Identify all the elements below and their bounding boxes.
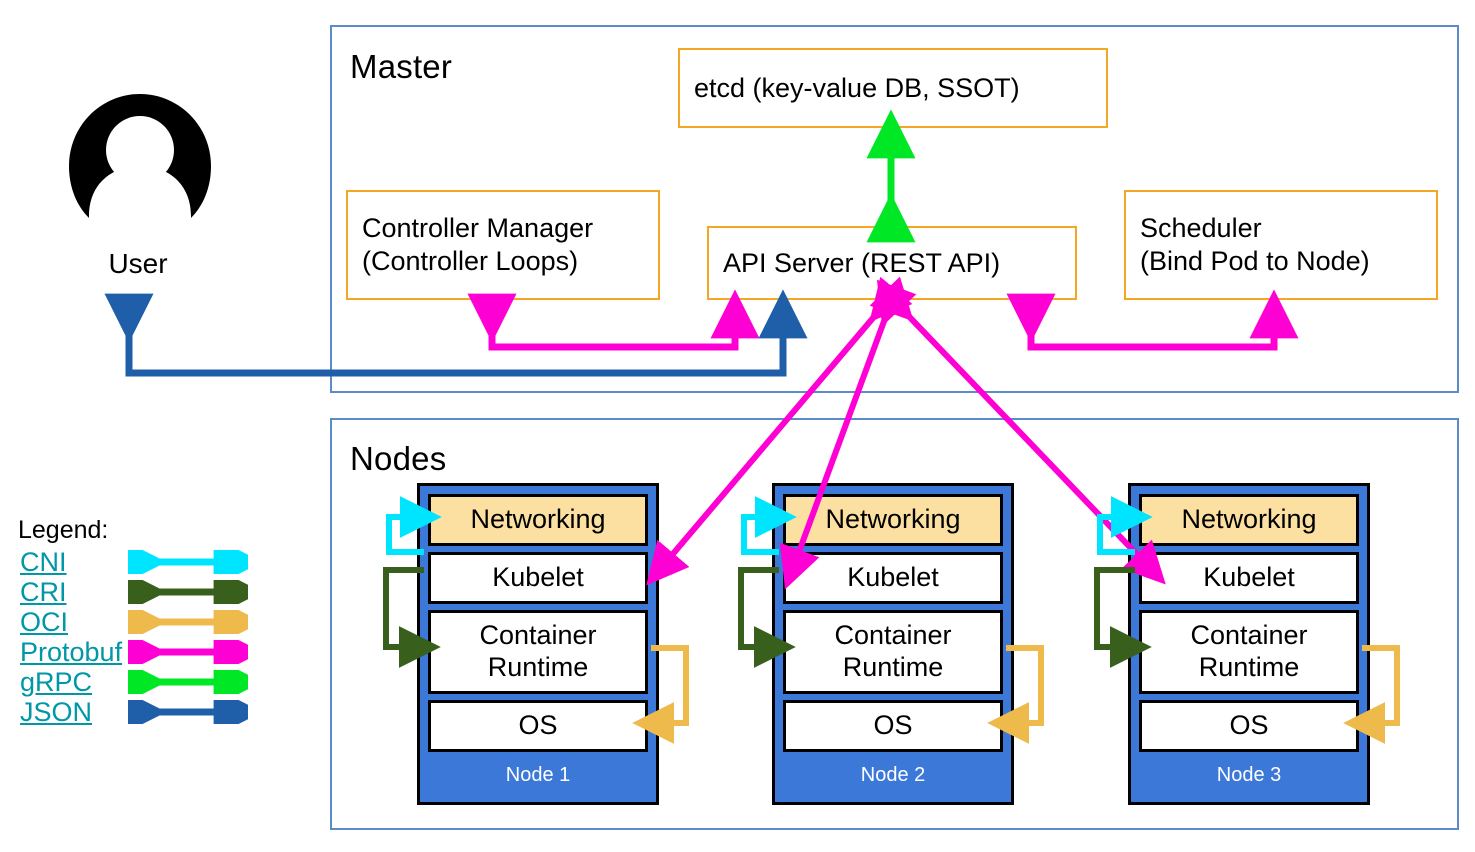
node-1-kubelet[interactable]: Kubelet [428,552,648,604]
legend-arrow-json [117,687,263,737]
node-1-container-runtime-label: Container Runtime [479,620,597,682]
node-3-os[interactable]: OS [1139,700,1359,752]
legend-link-json[interactable]: JSON [20,697,93,727]
node-2-kubelet-label: Kubelet [847,562,939,593]
node-2-os-label: OS [873,710,913,741]
legend-row-grpc: gRPC [18,657,278,707]
node-3[interactable]: Networking Kubelet Container Runtime OS … [1128,483,1370,805]
api-server-label: API Server (REST API) [723,247,1001,278]
node-3-kubelet-label: Kubelet [1203,562,1295,593]
node-1-kubelet-label: Kubelet [492,562,584,593]
legend-arrow-oci [117,597,263,647]
node-1-container-runtime[interactable]: Container Runtime [428,610,648,694]
node-3-networking[interactable]: Networking [1139,494,1359,546]
legend-link-cri[interactable]: CRI [20,577,67,607]
legend-arrow-cri [117,567,263,617]
node-3-container-runtime[interactable]: Container Runtime [1139,610,1359,694]
legend: Legend: CNI CRI [18,516,278,737]
user-avatar-icon [60,88,220,228]
legend-row-protobuf: Protobuf [18,627,278,677]
legend-row-cri: CRI [18,567,278,617]
scheduler-box[interactable]: Scheduler (Bind Pod to Node) [1124,190,1438,300]
node-2-container-runtime-label: Container Runtime [834,620,952,682]
node-1-networking[interactable]: Networking [428,494,648,546]
node-2-kubelet[interactable]: Kubelet [783,552,1003,604]
legend-title: Legend: [18,516,109,544]
legend-row-cni: CNI [18,537,278,587]
controller-manager-box[interactable]: Controller Manager (Controller Loops) [346,190,660,300]
scheduler-label: Scheduler (Bind Pod to Node) [1140,213,1370,276]
legend-arrow-grpc [117,657,263,707]
etcd-label: etcd (key-value DB, SSOT) [694,72,1020,103]
api-server-box[interactable]: API Server (REST API) [707,226,1077,300]
controller-manager-label: Controller Manager (Controller Loops) [362,213,594,276]
legend-row-oci: OCI [18,597,278,647]
node-2-networking-label: Networking [825,504,961,535]
legend-link-oci[interactable]: OCI [20,607,69,637]
legend-arrow-protobuf [117,627,263,677]
nodes-group-title: Nodes [350,440,447,477]
node-2-name: Node 2 [860,764,926,786]
node-3-os-label: OS [1229,710,1269,741]
master-group-title: Master [350,48,453,85]
node-1-os[interactable]: OS [428,700,648,752]
node-3-name: Node 3 [1216,764,1282,786]
node-2-networking[interactable]: Networking [783,494,1003,546]
node-3-container-runtime-label: Container Runtime [1190,620,1308,682]
legend-arrow-cni [117,537,263,587]
node-1[interactable]: Networking Kubelet Container Runtime OS … [417,483,659,805]
user-label: User [108,248,168,279]
legend-link-cni[interactable]: CNI [20,547,67,577]
legend-row-json: JSON [18,687,278,737]
node-2[interactable]: Networking Kubelet Container Runtime OS … [772,483,1014,805]
node-2-container-runtime[interactable]: Container Runtime [783,610,1003,694]
node-2-os[interactable]: OS [783,700,1003,752]
legend-link-grpc[interactable]: gRPC [20,667,93,697]
node-1-name: Node 1 [505,764,571,786]
etcd-box[interactable]: etcd (key-value DB, SSOT) [678,48,1108,128]
node-3-networking-label: Networking [1181,504,1317,535]
legend-link-protobuf[interactable]: Protobuf [20,637,123,667]
node-3-kubelet[interactable]: Kubelet [1139,552,1359,604]
node-1-networking-label: Networking [470,504,606,535]
node-1-os-label: OS [518,710,558,741]
